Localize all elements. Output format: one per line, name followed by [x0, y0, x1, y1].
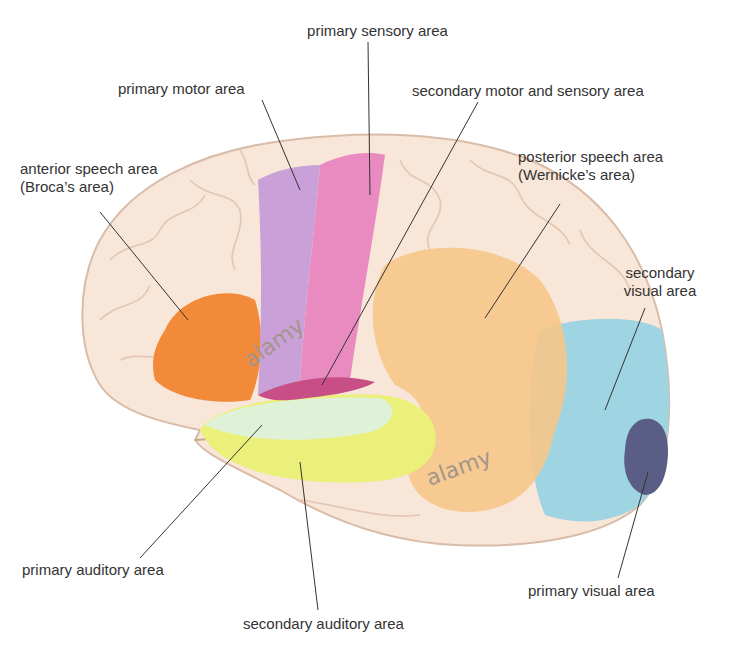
secondary-auditory-region [200, 395, 436, 483]
region-label: primary motor area [118, 80, 288, 98]
secondary-motor-sensory-region [258, 377, 375, 400]
region-label: secondary visual area [610, 264, 710, 300]
sensory-region [300, 153, 385, 385]
region-label: primary sensory area [290, 22, 465, 40]
region-label: secondary auditory area [243, 615, 473, 633]
primary-visual-region [624, 419, 668, 495]
leader-lines [100, 42, 648, 610]
region-label: anterior speech area (Broca’s area) [20, 160, 188, 196]
region-label: posterior speech area (Wernicke’s area) [518, 148, 696, 184]
region-label: secondary motor and sensory area [412, 82, 712, 100]
primary-auditory-region [205, 397, 392, 439]
region-label: primary visual area [528, 582, 718, 600]
brain-outline [82, 135, 669, 546]
region-label: primary auditory area [22, 561, 242, 579]
